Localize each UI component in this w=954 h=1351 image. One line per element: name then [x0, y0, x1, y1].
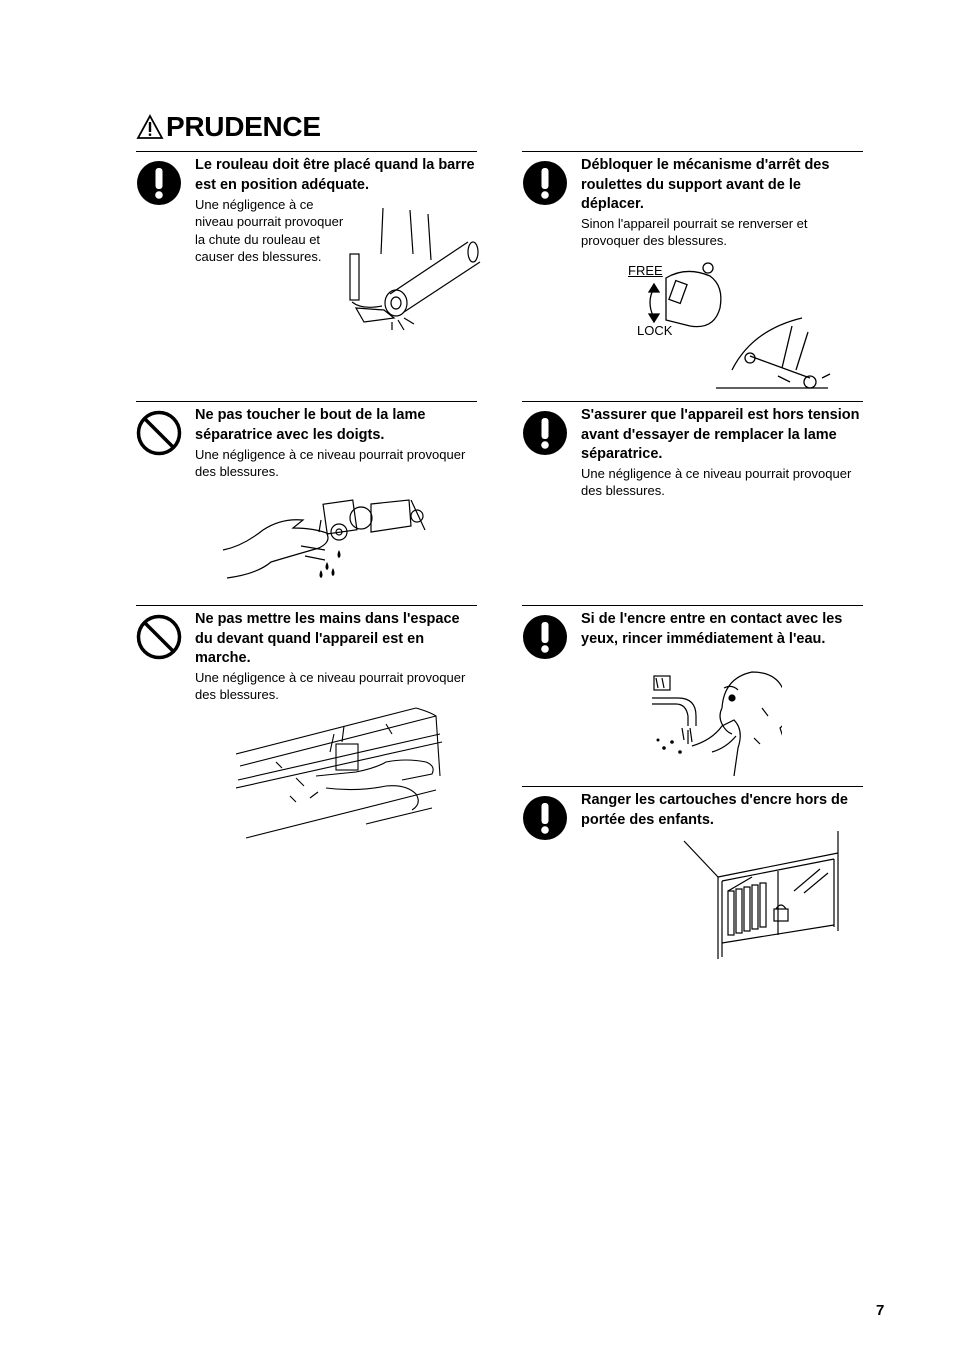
block-text: Sinon l'appareil pourrait se renverser e…: [581, 216, 808, 249]
mandatory-action-icon: [523, 796, 567, 840]
caution-block-hands-front: Ne pas mettre les mains dans l'espace du…: [136, 605, 477, 846]
prohibition-icon: [136, 410, 182, 456]
page-number: 7: [876, 1302, 885, 1319]
blade-hand-illustration: [222, 499, 426, 579]
caster-lock-illustration: [647, 262, 831, 389]
block-text: Une négligence à ce niveau pourrait prov…: [195, 670, 466, 703]
mandatory-action-icon: [523, 615, 567, 659]
caution-block-ink-eyes: Si de l'encre entre en contact avec les …: [522, 605, 863, 776]
caution-block-children: Ranger les cartouches d'encre hors de po…: [522, 786, 863, 967]
mandatory-action-icon: [137, 161, 181, 205]
eye-rinse-illustration: [652, 671, 782, 776]
block-text: Une négligence à ce niveau pourrait prov…: [581, 466, 852, 499]
block-heading: Ne pas mettre les mains dans l'espace du…: [195, 611, 460, 666]
falling-roll-illustration: [349, 207, 481, 331]
caution-block-caster-lock: Débloquer le mécanisme d'arrêt des roule…: [522, 151, 863, 392]
block-heading: Ne pas toucher le bout de la lame sépara…: [195, 407, 426, 443]
caution-block-blade-touch: Ne pas toucher le bout de la lame sépara…: [136, 401, 477, 592]
block-heading: Le rouleau doit être placé quand la barr…: [195, 157, 475, 193]
block-text: Une négligence à ce niveau pourrait prov…: [195, 197, 344, 264]
prohibition-icon: [136, 614, 182, 660]
warning-triangle-icon: [136, 114, 164, 139]
block-heading: Débloquer le mécanisme d'arrêt des roule…: [581, 157, 830, 212]
block-heading: Ranger les cartouches d'encre hors de po…: [581, 792, 848, 828]
label-lock: LOCK: [637, 323, 673, 338]
page-title-text: PRUDENCE: [166, 111, 321, 142]
mandatory-action-icon: [523, 411, 567, 455]
caution-block-power-off: S'assurer que l'appareil est hors tensio…: [522, 401, 863, 592]
mandatory-action-icon: [523, 161, 567, 205]
cabinet-illustration: [683, 831, 839, 959]
block-heading: Si de l'encre entre en contact avec les …: [581, 611, 843, 647]
caution-block-roll: Le rouleau doit être placé quand la barr…: [136, 151, 481, 392]
block-heading: S'assurer que l'appareil est hors tensio…: [581, 407, 860, 462]
page-title: PRUDENCE: [136, 108, 321, 146]
label-free: FREE: [628, 263, 663, 278]
printer-hands-illustration: [236, 707, 443, 839]
block-text: Une négligence à ce niveau pourrait prov…: [195, 447, 466, 480]
